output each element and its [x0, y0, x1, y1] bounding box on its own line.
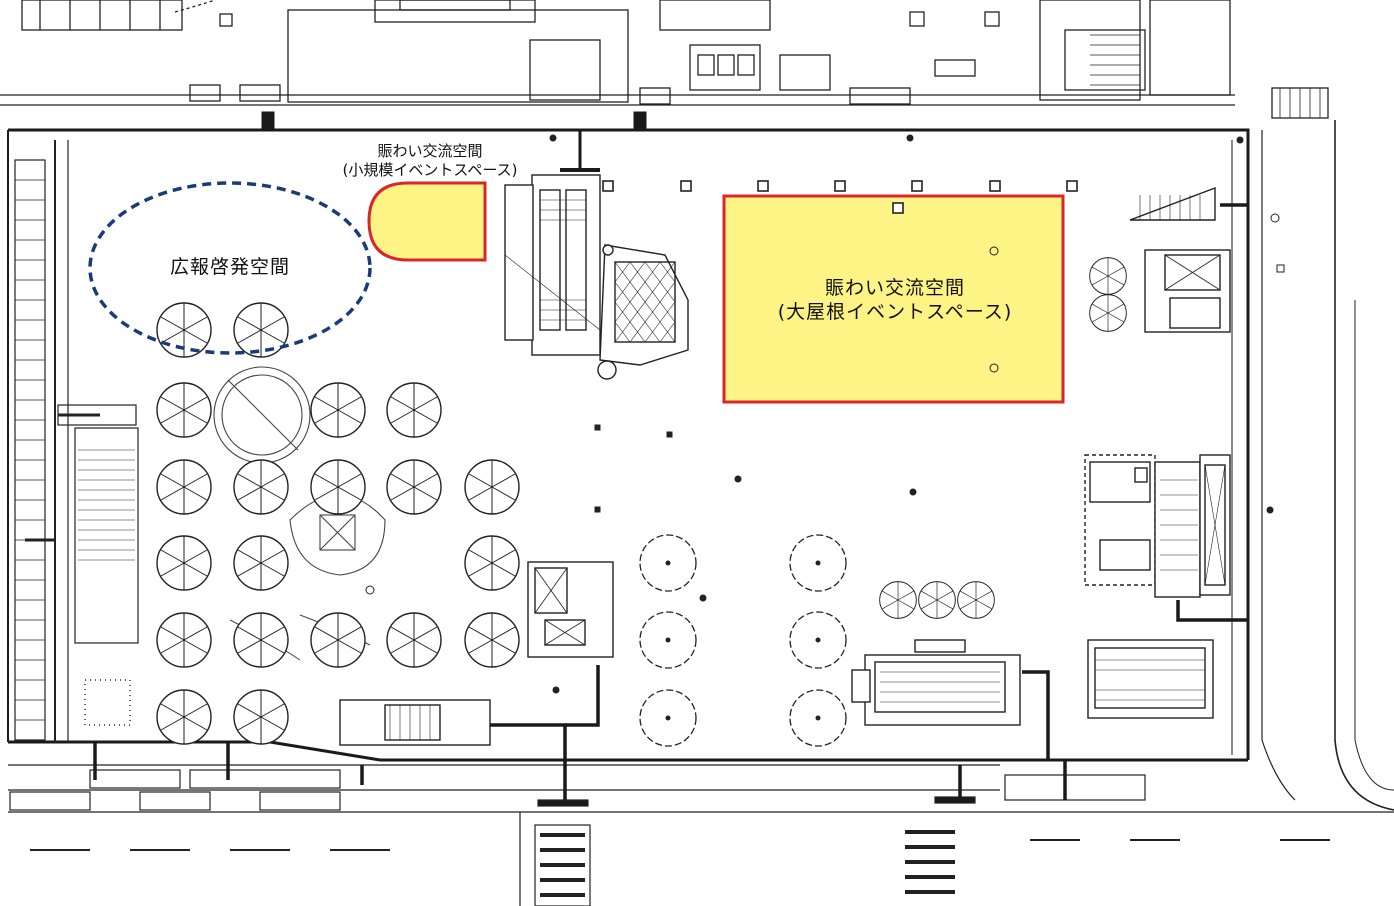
roof-event-title: 賑わい交流空間 [824, 277, 965, 299]
small-event-space[interactable] [367, 181, 487, 262]
central-elevator [339, 561, 614, 746]
planter-icon [639, 534, 847, 747]
east-structures [851, 186, 1231, 726]
service-lines [93, 203, 1248, 800]
small-event-title: 賑わい交流空間 [377, 142, 483, 160]
south-road [8, 120, 1394, 906]
plaza-boundary [7, 111, 1250, 762]
pr-space-title: 広報啓発空間 [169, 256, 290, 278]
north-buildings [0, 0, 1329, 119]
columns [602, 180, 1078, 192]
escalator-north [504, 174, 689, 380]
roof-event-space[interactable] [722, 194, 1065, 404]
pr-space-boundary[interactable] [88, 181, 372, 355]
tree-icon [156, 302, 520, 745]
west-rail-band [14, 140, 139, 742]
small-event-subtitle: (小規模イベントスペース) [342, 161, 518, 179]
roof-event-subtitle: (大屋根イベントスペース) [777, 301, 1013, 323]
